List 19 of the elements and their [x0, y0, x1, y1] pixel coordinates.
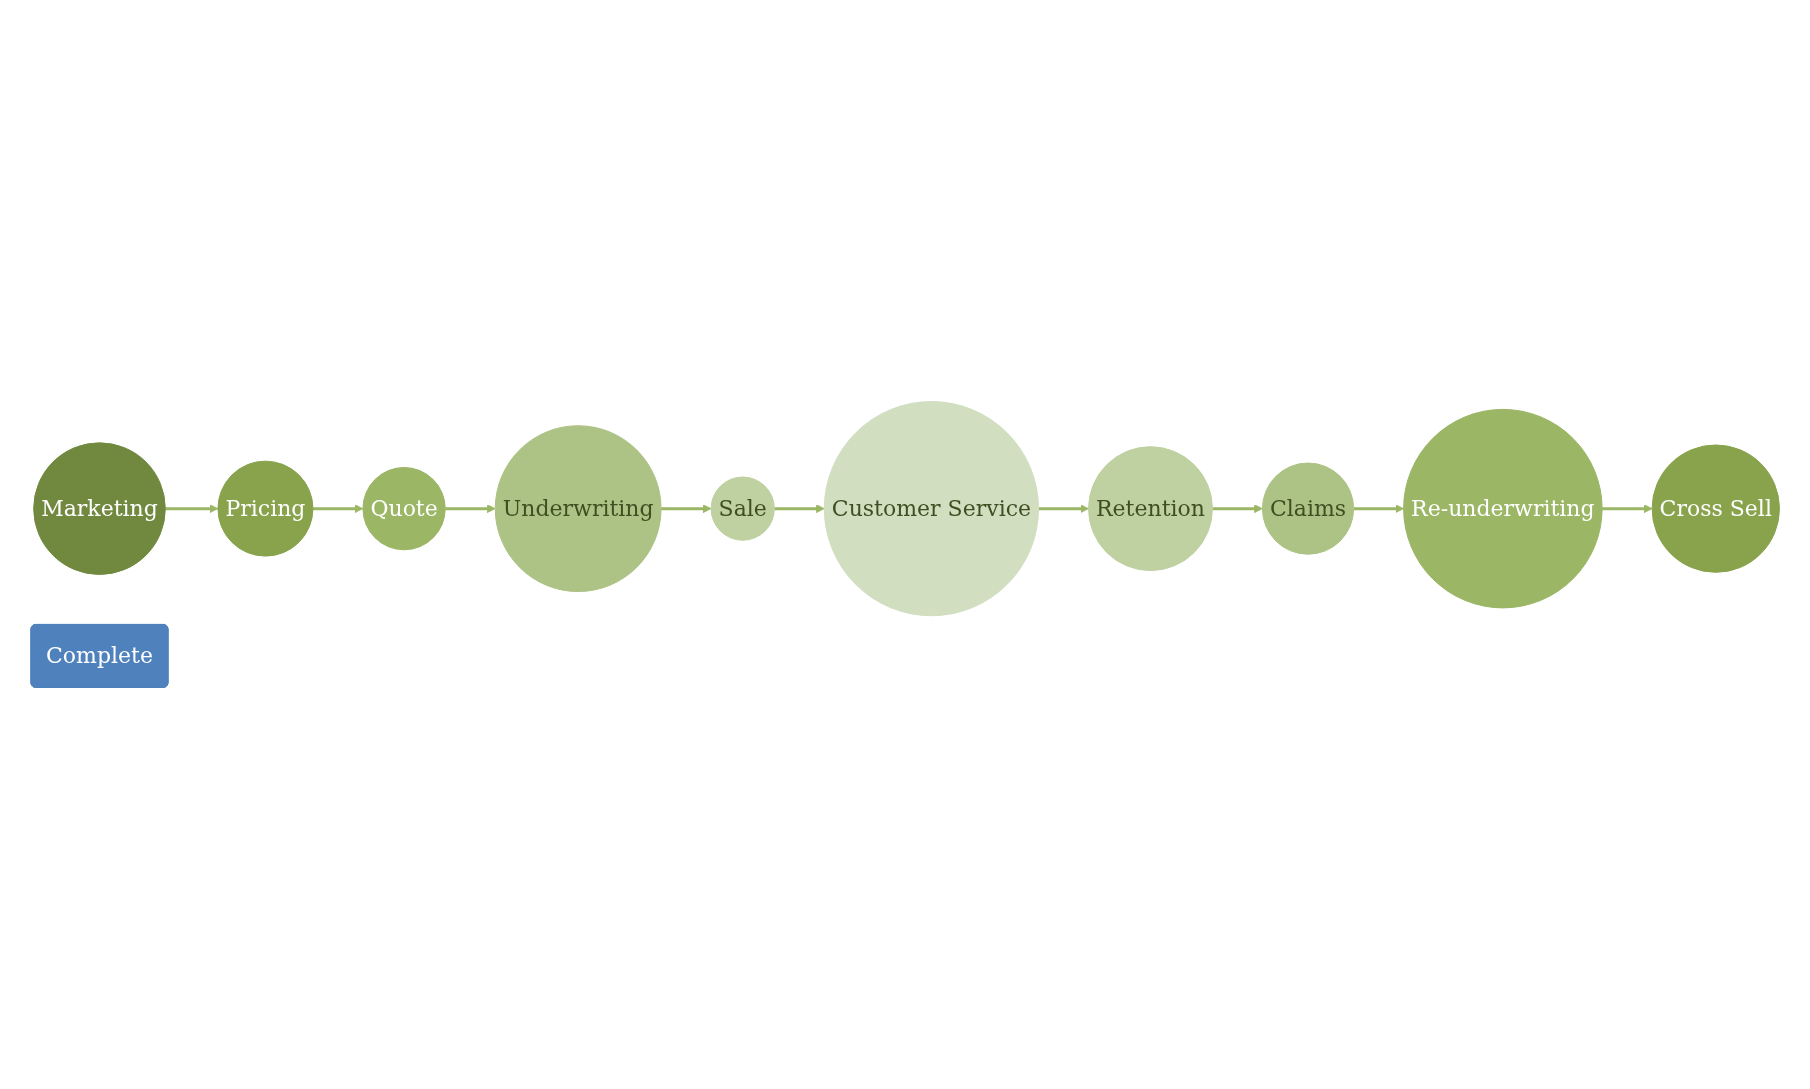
node-circle: Quote — [362, 467, 446, 551]
arrow — [660, 504, 712, 514]
node-circle: Customer Service — [823, 401, 1039, 617]
node-circle: Re-underwriting — [1402, 408, 1603, 609]
arrow — [774, 504, 825, 514]
node-circle: Cross Sell — [1651, 444, 1780, 573]
arrow — [165, 504, 219, 514]
arrow — [445, 504, 496, 514]
arrow — [1212, 504, 1263, 514]
arrow — [1038, 504, 1089, 514]
arrow — [1601, 504, 1653, 514]
node-circle: Pricing — [217, 460, 314, 557]
arrow — [312, 504, 364, 514]
arrow — [1353, 504, 1404, 514]
node-circle: Underwriting — [494, 425, 662, 593]
node-circle: Marketing — [32, 442, 166, 575]
node-circle: Claims — [1261, 462, 1354, 555]
node-circle: Sale — [710, 476, 775, 541]
node-circle: Retention — [1087, 446, 1213, 572]
